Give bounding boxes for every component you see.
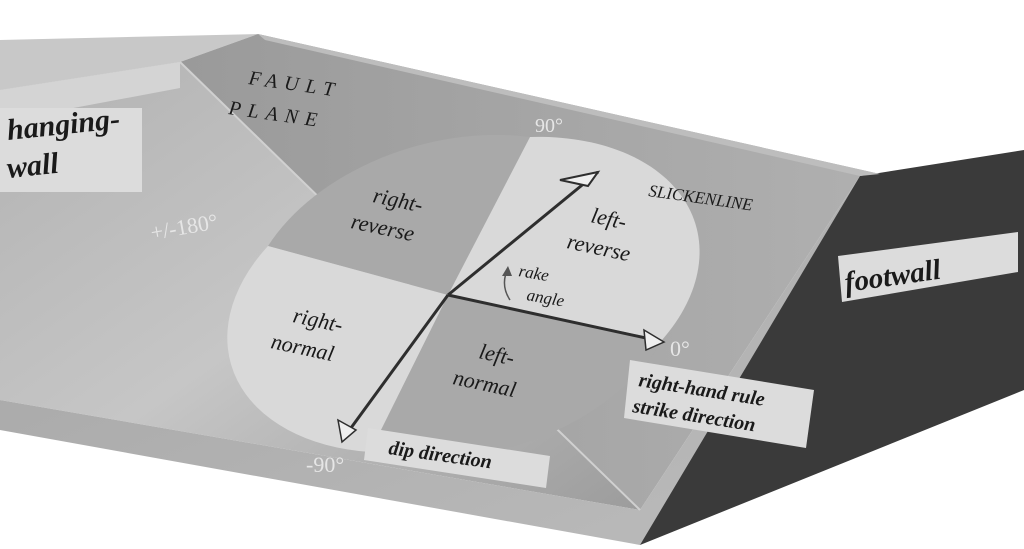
angle-right-label: 0° [670,336,690,361]
strike-arrow [447,293,666,352]
slickenline-arrow [447,170,601,297]
angle-bottom-label: -90° [306,452,344,477]
rake-circle [227,134,700,459]
top-edge-highlight [258,34,880,176]
dip-arrow [336,294,450,444]
hanging-wall-block [0,34,258,90]
footwall-label-box [838,232,1018,302]
hanging-wall-label-box [0,108,142,192]
hanging-wall-face [0,62,180,118]
quadrant-left-normal [370,295,662,459]
strike-label-box [624,360,814,448]
footwall-front-face [0,174,880,545]
rake-angle-arrowhead [502,266,512,276]
hanging-wall-label-line2: wall [5,147,61,185]
dip-label-box [364,428,550,488]
quadrant-right-normal [227,246,448,452]
quadrant-left-reverse [448,136,700,340]
angle-top-label: 90° [535,115,563,137]
quadrant-right-reverse [268,134,530,295]
